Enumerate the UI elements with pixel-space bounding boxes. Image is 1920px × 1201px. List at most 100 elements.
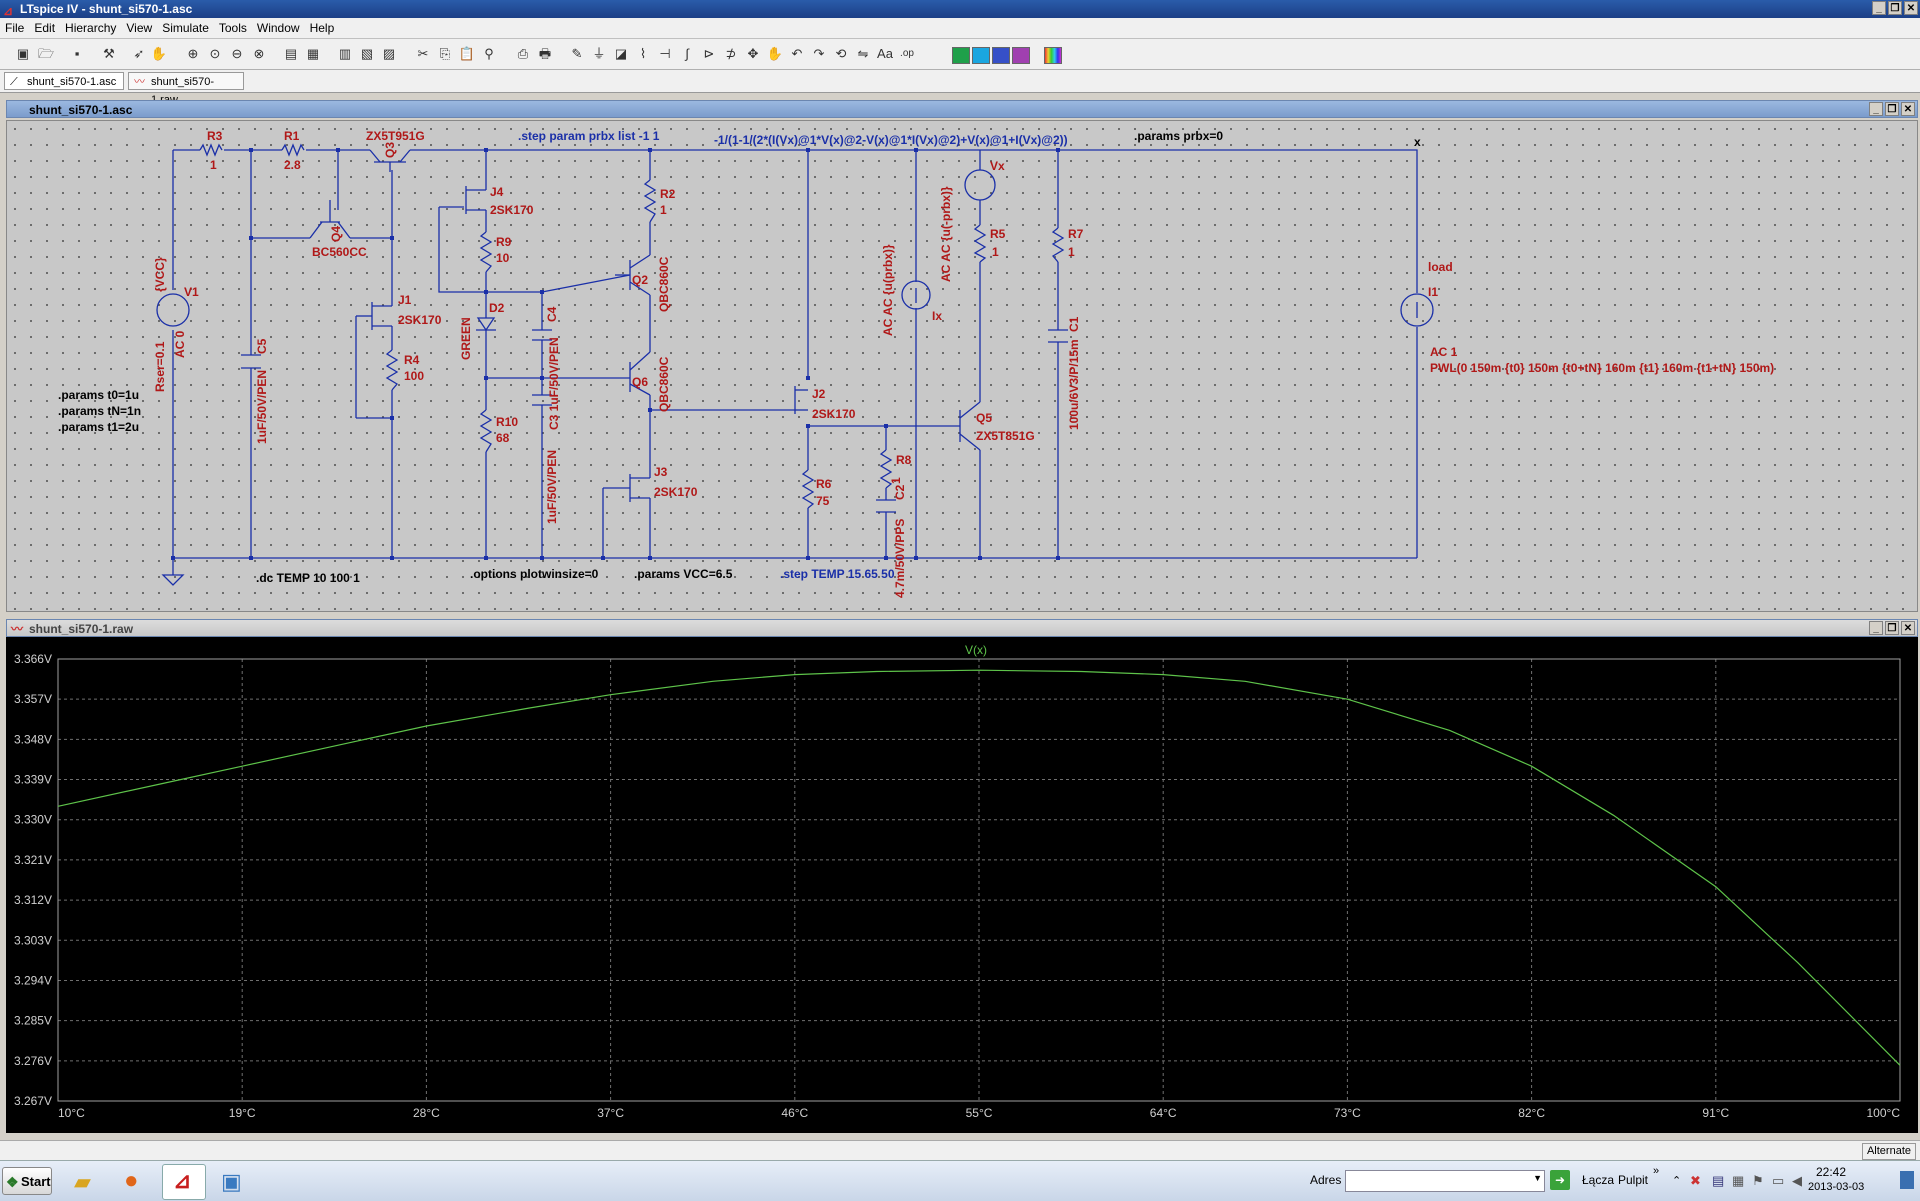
menu-view[interactable]: View <box>126 21 153 35</box>
close-button[interactable]: ✕ <box>1904 1 1918 15</box>
print-icon[interactable]: 🖶 <box>538 46 552 61</box>
label-c3: C3 1uF/50V/PEN <box>547 337 561 430</box>
schematic-minimize-button[interactable]: _ <box>1869 102 1883 116</box>
zoom-out-icon[interactable]: ⊖ <box>231 46 243 61</box>
title-bar: ⊿ LTspice IV - shunt_si570-1.asc _ ❐ ✕ <box>0 0 1920 18</box>
menu-hierarchy[interactable]: Hierarchy <box>65 21 117 35</box>
menu-window[interactable]: Window <box>256 21 300 35</box>
resistor-icon[interactable]: ⌇ <box>639 46 647 61</box>
paste-icon[interactable]: 📋 <box>458 46 476 61</box>
ground-icon[interactable]: ⏚ <box>592 46 606 61</box>
taskbar-ltspice[interactable]: ⊿ <box>162 1164 206 1200</box>
schematic-canvas[interactable]: R3 1 R1 2.8 ZX5T951G Q3 Q4 BC560CC J4 2S… <box>6 120 1918 612</box>
autorange-icon[interactable]: ▤ <box>284 46 298 61</box>
run-icon[interactable]: ➶ <box>133 46 145 61</box>
color-swatch-cyan[interactable] <box>972 47 990 64</box>
component-icon[interactable]: ⊅ <box>725 46 737 61</box>
mirror-icon[interactable]: ⇋ <box>857 46 869 61</box>
show-desktop-button[interactable] <box>1900 1171 1914 1189</box>
plot-minimize-button[interactable]: _ <box>1869 621 1883 635</box>
halt-icon[interactable]: ✋ <box>150 46 168 61</box>
save-icon[interactable]: ▪ <box>74 46 80 61</box>
text-icon[interactable]: Aa <box>877 46 893 61</box>
clock-date[interactable]: 2013-03-03 <box>1808 1181 1865 1193</box>
label-r3: R3 <box>207 129 223 143</box>
chevron-right-icon[interactable]: » <box>1653 1165 1660 1177</box>
flag-icon[interactable]: ⚑ <box>1752 1173 1764 1188</box>
close-all-icon[interactable]: ▨ <box>382 46 396 61</box>
color-swatch-green[interactable] <box>952 47 970 64</box>
new-schematic-icon[interactable]: ▣ <box>16 46 30 61</box>
undo-icon[interactable]: ↶ <box>791 46 803 61</box>
menu-file[interactable]: File <box>5 21 25 35</box>
schematic-restore-button[interactable]: ❐ <box>1885 102 1899 116</box>
taskbar-explorer[interactable]: ▰ <box>64 1164 108 1200</box>
inductor-icon[interactable]: ∫ <box>685 46 689 61</box>
taskbar-image-viewer[interactable]: ▣ <box>212 1164 256 1200</box>
plot-restore-button[interactable]: ❐ <box>1885 621 1899 635</box>
find-icon[interactable]: ⚲ <box>484 46 494 61</box>
minimize-button[interactable]: _ <box>1872 1 1886 15</box>
drag-icon[interactable]: ✋ <box>766 46 784 61</box>
grid-icon[interactable]: ▦ <box>306 46 320 61</box>
x-tick-label: 28°C <box>413 1106 440 1120</box>
rotate-icon[interactable]: ⟲ <box>835 46 847 61</box>
color-swatch-purple[interactable] <box>1012 47 1030 64</box>
zoom-fit-icon[interactable]: ⊗ <box>253 46 265 61</box>
taskbar-firefox[interactable]: ● <box>114 1164 158 1200</box>
show-hidden-icons-icon[interactable]: ⌃ <box>1672 1175 1682 1187</box>
open-icon[interactable]: 🗁 <box>37 46 55 61</box>
cascade-icon[interactable]: ▧ <box>360 46 374 61</box>
copy-icon[interactable]: ⎘ <box>439 46 451 61</box>
network-icon[interactable]: ▭ <box>1772 1173 1785 1188</box>
tab-waveform[interactable]: 〰 shunt_si570-1.raw <box>128 72 244 106</box>
plot-close-button[interactable]: ✕ <box>1901 621 1915 635</box>
desktop-toolbar[interactable]: Pulpit <box>1618 1173 1649 1187</box>
waveform-icon: 〰 <box>134 76 145 88</box>
color-swatch-blue[interactable] <box>992 47 1010 64</box>
label-i1-pwl: PWL(0 150m {t0} 150m {t0+tN} 160m {t1} 1… <box>1430 361 1774 375</box>
x-tick-label: 73°C <box>1334 1106 1361 1120</box>
label-d2-model: GREEN <box>459 317 473 360</box>
start-button[interactable]: ❖ Start <box>2 1167 52 1195</box>
menu-tools[interactable]: Tools <box>218 21 247 35</box>
chevron-down-icon[interactable]: ▼ <box>1533 1173 1542 1183</box>
tray-icon-2[interactable]: ▤ <box>1712 1173 1725 1188</box>
pan-icon[interactable]: ⊙ <box>209 46 221 61</box>
clock-time[interactable]: 22:42 <box>1816 1165 1847 1179</box>
capacitor-icon[interactable]: ⊣ <box>659 46 671 61</box>
tab-schematic[interactable]: ⟋ shunt_si570-1.asc <box>4 72 124 90</box>
links-toolbar[interactable]: Łącza <box>1582 1173 1615 1187</box>
label-r7: R7 <box>1068 227 1084 241</box>
control-panel-icon[interactable]: ⚒ <box>103 46 115 61</box>
label-icon[interactable]: ◪ <box>614 46 628 61</box>
directive-params-t0: .params t0=1u <box>58 388 139 402</box>
volume-icon[interactable]: ◀ <box>1792 1173 1802 1188</box>
wire-icon[interactable]: ✎ <box>571 46 583 61</box>
print-preview-icon[interactable]: ⎙ <box>517 46 529 61</box>
status-bar: Alternate <box>0 1140 1920 1161</box>
zoom-in-icon[interactable]: ⊕ <box>187 46 199 61</box>
windows-logo-icon: ❖ <box>6 1174 19 1190</box>
junction-dots <box>171 148 1060 560</box>
color-palette-icon[interactable] <box>1044 47 1062 64</box>
menu-simulate[interactable]: Simulate <box>162 21 209 35</box>
spice-directive-icon[interactable]: .op <box>900 48 914 59</box>
tray-icon-3[interactable]: ▦ <box>1732 1173 1745 1188</box>
tray-icon-1[interactable]: ✖ <box>1690 1173 1701 1188</box>
tile-icon[interactable]: ▥ <box>338 46 352 61</box>
go-button[interactable]: ➜ <box>1550 1170 1570 1190</box>
address-input[interactable]: ▼ <box>1345 1170 1545 1192</box>
menu-help[interactable]: Help <box>309 21 335 35</box>
label-d2: D2 <box>489 301 505 315</box>
label-j4-model: 2SK170 <box>490 203 534 217</box>
schematic-close-button[interactable]: ✕ <box>1901 102 1915 116</box>
redo-icon[interactable]: ↷ <box>813 46 825 61</box>
menu-edit[interactable]: Edit <box>34 21 56 35</box>
trace-label-vx[interactable]: V(x) <box>965 643 987 657</box>
restore-button[interactable]: ❐ <box>1888 1 1902 15</box>
cut-icon[interactable]: ✂ <box>417 46 429 61</box>
move-icon[interactable]: ✥ <box>747 46 759 61</box>
diode-icon[interactable]: ⊳ <box>703 46 715 61</box>
